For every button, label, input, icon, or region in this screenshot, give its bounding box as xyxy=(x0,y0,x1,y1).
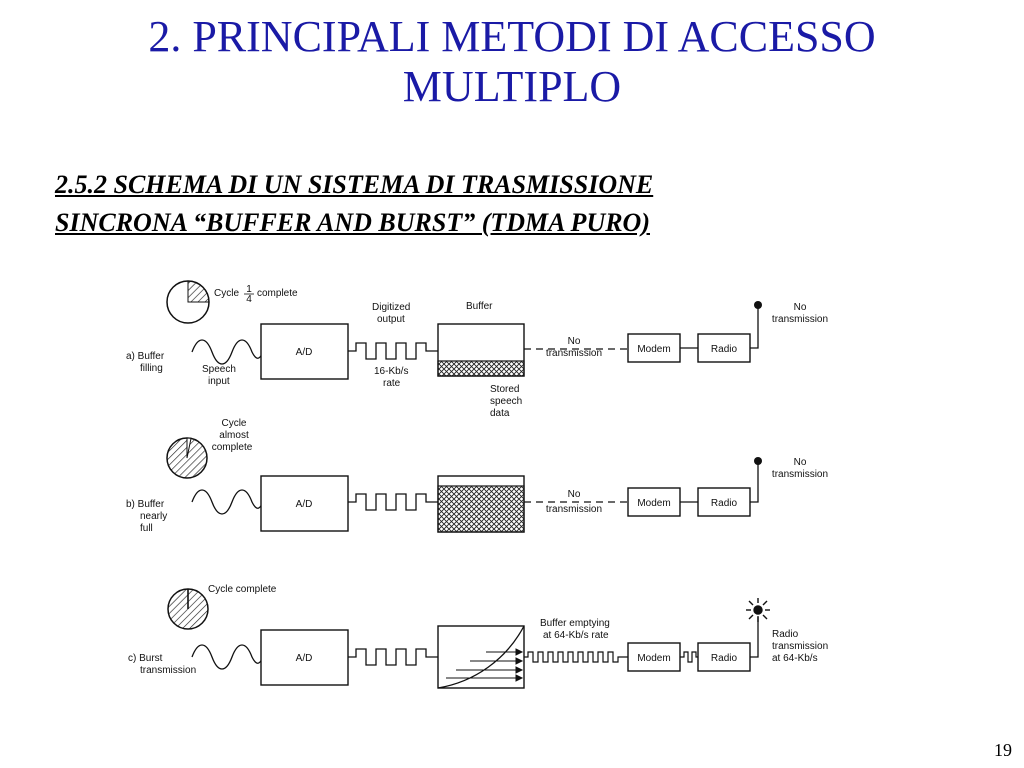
row-c-label-1: c) Burst xyxy=(128,653,163,664)
no-tx-label-b-2: transmission xyxy=(546,504,602,515)
ad-converter-c xyxy=(260,629,349,686)
buffer-c xyxy=(437,625,525,689)
ad-label-b: A/D xyxy=(296,499,313,510)
row-a: Cycle 1 4 complete a) Buffer filling Spe… xyxy=(126,280,828,419)
title-line-2: MULTIPLO xyxy=(402,62,622,111)
antenna-a xyxy=(754,301,762,309)
cycle-dial-c xyxy=(167,588,209,630)
stored-label-3: data xyxy=(490,408,510,419)
antenna-label-c-2: transmission xyxy=(772,641,828,652)
row-b-label-1: b) Buffer xyxy=(126,499,165,510)
subtitle-line-2: SINCRONA “BUFFER AND BURST” (TDMA PURO) xyxy=(55,208,650,237)
antenna-label-a-1: No xyxy=(794,302,807,313)
row-c-label-2: transmission xyxy=(140,665,196,676)
cycle-label-b-2: almost xyxy=(219,430,249,441)
row-a-label-2: filling xyxy=(140,363,163,374)
buffer-emptying-curve xyxy=(437,625,525,689)
row-b-label-2: nearly xyxy=(140,511,167,522)
ad-converter-b xyxy=(260,475,349,532)
ad-label-c: A/D xyxy=(296,653,313,664)
cycle-label-b-1: Cycle xyxy=(221,418,246,429)
modem-label-c: Modem xyxy=(637,653,670,664)
digitized-signal-c xyxy=(348,648,438,666)
radio-label-c: Radio xyxy=(711,653,738,664)
radio-label-b: Radio xyxy=(711,498,738,509)
speech-wave-c xyxy=(191,644,263,670)
cycle-label-b-3: complete xyxy=(212,442,253,453)
row-b-label-3: full xyxy=(140,523,153,534)
modem-b xyxy=(627,487,681,517)
buffer-and-burst-diagram: Cycle 1 4 complete a) Buffer filling Spe… xyxy=(94,264,862,714)
digitized-signal-a xyxy=(348,342,438,360)
modem-label-a: Modem xyxy=(637,344,670,355)
antenna-label-a-2: transmission xyxy=(772,314,828,325)
antenna-label-b-2: transmission xyxy=(772,469,828,480)
antenna-label-c-3: at 64-Kb/s xyxy=(772,653,818,664)
stored-label-1: Stored xyxy=(490,384,519,395)
modem-label-b: Modem xyxy=(637,498,670,509)
cycle-label-a: Cycle xyxy=(214,288,239,299)
buffer-fill-a xyxy=(437,360,525,377)
speech-wave-b xyxy=(191,489,263,515)
radio-b xyxy=(697,487,751,517)
rate-label-2: rate xyxy=(383,378,401,389)
antenna-burst-icon xyxy=(746,598,770,622)
rate-label-1: 16-Kb/s xyxy=(374,366,408,377)
digitized-signal-b xyxy=(348,493,438,511)
digitized-label-1: Digitized xyxy=(372,302,410,313)
antenna-b xyxy=(754,457,762,465)
emptying-label-1: Buffer emptying xyxy=(540,618,610,629)
radio-c xyxy=(697,642,751,672)
radio-label-a: Radio xyxy=(711,344,738,355)
antenna-label-b-1: No xyxy=(794,457,807,468)
cycle-dial-a xyxy=(166,280,210,324)
title-line-1: 2. PRINCIPALI METODI DI ACCESSO xyxy=(148,12,876,61)
buffer-label: Buffer xyxy=(466,301,493,312)
page-number: 19 xyxy=(994,740,1012,760)
emptying-label-2: at 64-Kb/s rate xyxy=(543,630,609,641)
row-a-label-1: a) Buffer xyxy=(126,351,165,362)
row-b: Cycle almost complete b) Buffer nearly f… xyxy=(126,418,828,534)
cycle-dial-b xyxy=(166,437,208,479)
cycle-fraction-num: 1 xyxy=(246,284,252,295)
ad-label-a: A/D xyxy=(296,347,313,358)
modem-a xyxy=(627,333,681,363)
slide-title: 2. PRINCIPALI METODI DI ACCESSO MULTIPLO xyxy=(0,12,1024,112)
digitized-label-2: output xyxy=(377,314,405,325)
subtitle-line-1: 2.5.2 SCHEMA DI UN SISTEMA DI TRASMISSIO… xyxy=(55,170,654,199)
no-tx-label-a-2: transmission xyxy=(546,348,602,359)
radio-a xyxy=(697,333,751,363)
cycle-label-c: Cycle complete xyxy=(208,584,277,595)
buffer-fill-b xyxy=(437,485,525,533)
burst-signal xyxy=(524,651,628,663)
no-tx-label-b-1: No xyxy=(568,489,581,500)
cycle-fraction-den: 4 xyxy=(246,294,252,305)
slide-subtitle: 2.5.2 SCHEMA DI UN SISTEMA DI TRASMISSIO… xyxy=(55,166,875,242)
cycle-label-suffix-a: complete xyxy=(257,288,298,299)
speech-wave-a xyxy=(191,339,263,365)
antenna-label-c-1: Radio xyxy=(772,629,799,640)
stored-label-2: speech xyxy=(490,396,522,407)
speech-label-1: Speech xyxy=(202,364,236,375)
speech-label-2: input xyxy=(208,376,230,387)
no-tx-label-a-1: No xyxy=(568,336,581,347)
row-c: Cycle complete c) Burst transmission A/D… xyxy=(128,584,828,689)
burst-arrows xyxy=(446,648,524,682)
modem-c xyxy=(627,642,681,672)
